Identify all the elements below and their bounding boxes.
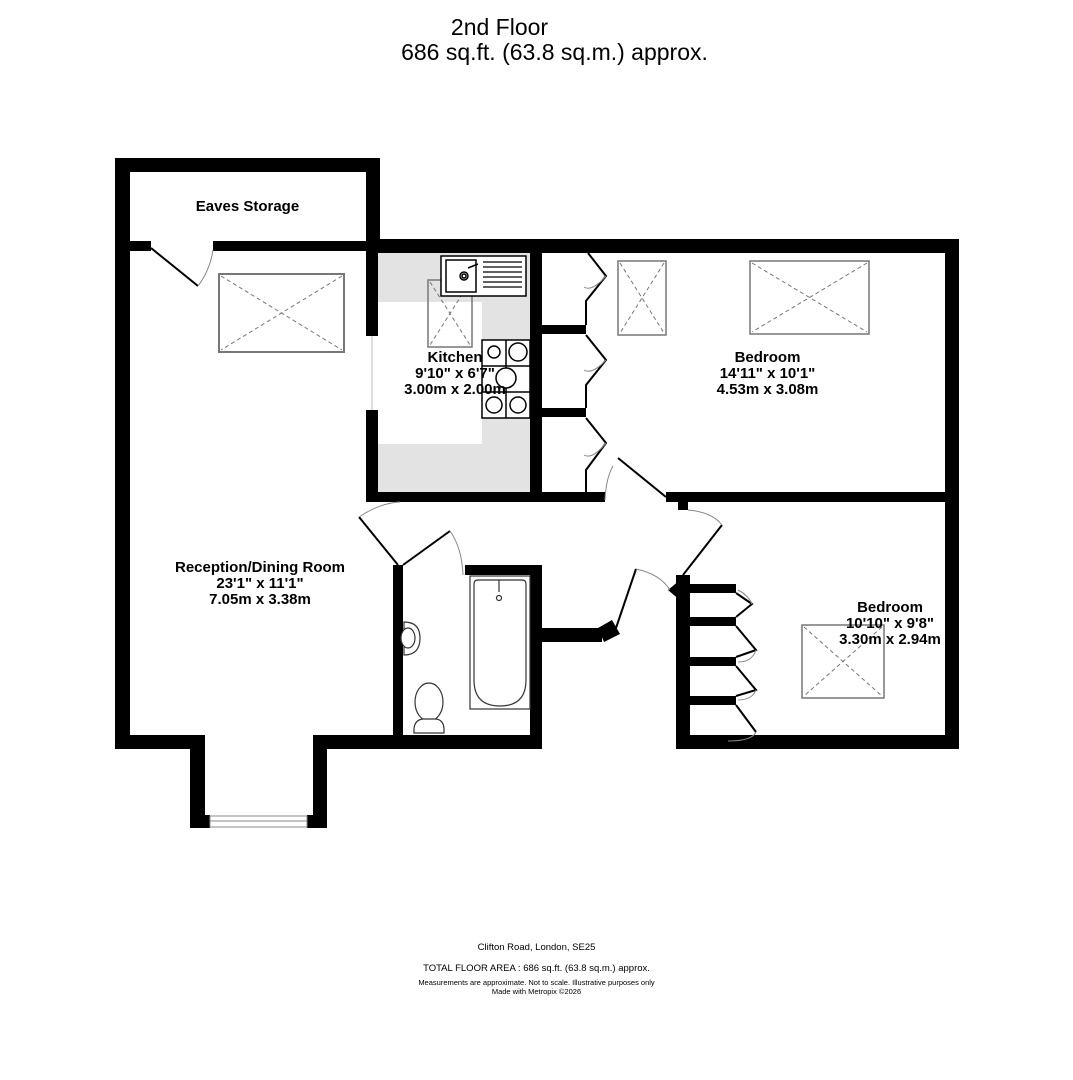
floor-area: 686 sq.ft. (63.8 sq.m.) approx. (401, 39, 708, 65)
room-bedroom-1: Bedroom 14'11" x 10'1" 4.53m x 3.08m (680, 350, 855, 398)
total-floor-area: TOTAL FLOOR AREA : 686 sq.ft. (63.8 sq.m… (423, 963, 650, 974)
room-imperial: 9'10" x 6'7" (415, 365, 495, 382)
room-eaves-storage: Eaves Storage (150, 199, 345, 215)
room-reception-dining: Reception/Dining Room 23'1" x 11'1" 7.05… (145, 560, 375, 608)
credit-text: Made with Metropix ©2026 (491, 987, 582, 996)
hob-icon (481, 339, 531, 419)
disclaimer: Measurements are approximate. Not to sca… (0, 978, 1073, 996)
bay-window (209, 815, 308, 828)
room-metric: 4.53m x 3.08m (716, 381, 819, 398)
doors (150, 247, 758, 742)
skylight-reception (218, 273, 345, 353)
room-name: Bedroom (734, 349, 801, 366)
room-name: Reception/Dining Room (175, 559, 345, 576)
sink-icon (440, 255, 527, 297)
walls (115, 158, 959, 828)
skylight-bedroom-large (749, 260, 870, 335)
toilet-icon (413, 682, 445, 734)
room-metric: 3.00m x 2.00m (404, 381, 506, 398)
room-name: Kitchen (427, 349, 483, 366)
skylight-bedroom-small (617, 260, 667, 336)
property-address: Clifton Road, London, SE25 (477, 942, 596, 953)
room-bedroom-2: Bedroom 10'10" x 9'8" 3.30m x 2.94m (810, 600, 970, 648)
room-kitchen: Kitchen 9'10" x 6'7" 3.00m x 2.00m (375, 350, 535, 398)
disclaimer-text: Measurements are approximate. Not to sca… (418, 978, 655, 987)
room-imperial: 14'11" x 10'1" (719, 365, 816, 382)
floor-title: 2nd Floor (450, 14, 549, 40)
room-metric: 3.30m x 2.94m (839, 631, 941, 648)
room-name: Eaves Storage (195, 198, 300, 215)
room-name: Bedroom (857, 599, 923, 616)
room-metric: 7.05m x 3.38m (209, 591, 311, 608)
room-imperial: 23'1" x 11'1" (216, 575, 304, 592)
skylight-bedroom2 (801, 624, 885, 699)
room-imperial: 10'10" x 9'8" (845, 615, 935, 632)
bathtub-icon (469, 575, 531, 710)
basin-icon (400, 621, 421, 656)
